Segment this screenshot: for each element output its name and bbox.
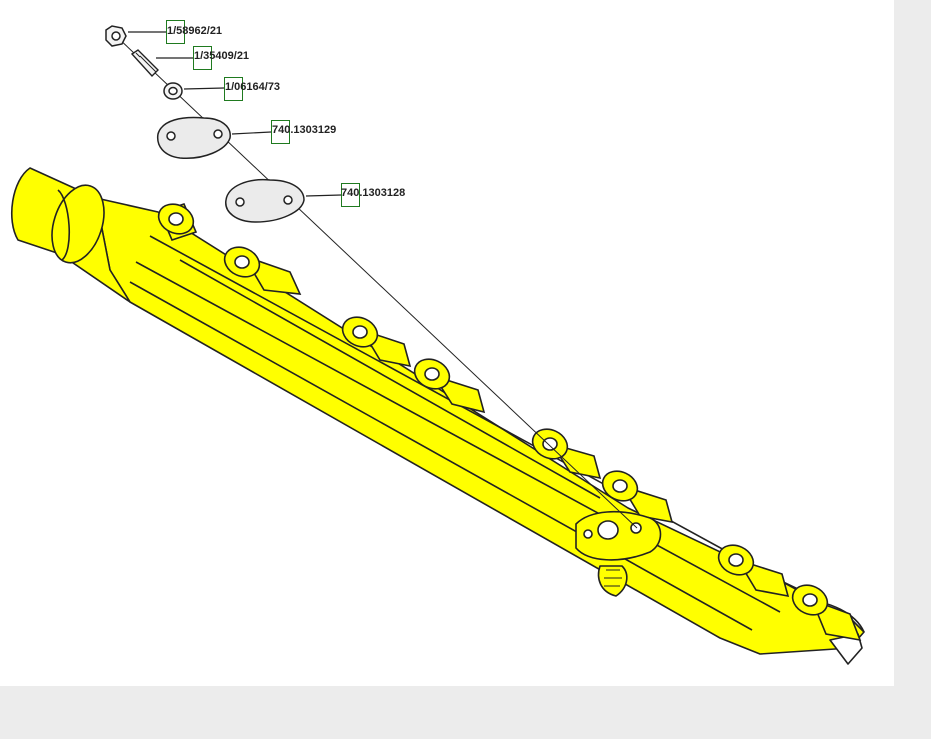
exhaust-manifold bbox=[11, 167, 865, 665]
part-number-gasket[interactable]: 740.1303128 bbox=[341, 187, 406, 199]
gasket bbox=[225, 178, 305, 223]
exhaust-manifold-diagram bbox=[11, 25, 865, 665]
part-hotspot-nut[interactable] bbox=[166, 20, 185, 44]
part-number-nut[interactable]: 1/58962/21 bbox=[167, 25, 223, 37]
part-hotspot-washer[interactable] bbox=[224, 77, 243, 101]
boss-6 bbox=[601, 470, 674, 524]
stud-bolt bbox=[130, 49, 159, 78]
manifold-bosses bbox=[157, 203, 862, 642]
egr-flange bbox=[575, 510, 662, 561]
boss-2 bbox=[223, 246, 302, 295]
part-number-stud[interactable]: 1/35409/21 bbox=[194, 50, 250, 62]
boss-4 bbox=[413, 358, 486, 414]
part-number-washer[interactable]: 1/06164/73 bbox=[225, 81, 281, 93]
part-number-plate[interactable]: 740.1303129 bbox=[272, 124, 337, 136]
boss-1 bbox=[157, 203, 198, 241]
drawing-area: 1/58962/21 1/35409/21 1/06164/73 740.130… bbox=[0, 0, 894, 686]
cover-plate bbox=[156, 116, 231, 159]
part-hotspot-plate[interactable] bbox=[271, 120, 290, 144]
boss-7 bbox=[717, 544, 790, 598]
part-hotspot-stud[interactable] bbox=[193, 46, 212, 70]
boss-3 bbox=[341, 316, 412, 368]
part-hotspot-gasket[interactable] bbox=[341, 183, 360, 207]
hex-nut bbox=[105, 25, 127, 47]
leader-lines bbox=[128, 31, 342, 197]
washer bbox=[163, 82, 183, 100]
boss-5 bbox=[531, 428, 602, 480]
boss-8 bbox=[791, 584, 862, 642]
